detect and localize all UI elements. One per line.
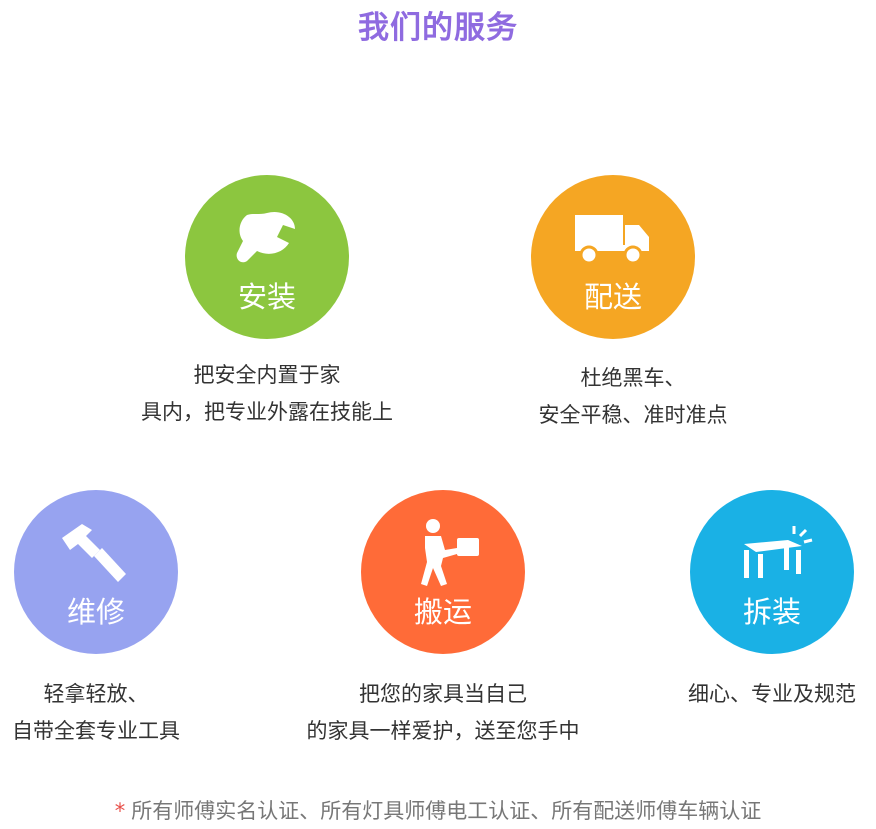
service-desc: 杜绝黑车、 安全平稳、准时准点 bbox=[538, 366, 728, 427]
table-icon bbox=[744, 526, 813, 578]
certification-text: 所有师傅实名认证、所有灯具师傅电工认证、所有配送师傅车辆认证 bbox=[131, 799, 762, 823]
certification-note: *所有师傅实名认证、所有灯具师傅电工认证、所有配送师傅车辆认证 bbox=[0, 795, 876, 825]
mover-icon bbox=[421, 519, 479, 586]
service-label: 配送 bbox=[583, 280, 642, 314]
service-label: 安装 bbox=[237, 280, 296, 314]
service-label: 搬运 bbox=[413, 595, 472, 629]
service-desc: 轻拿轻放、 自带全套专业工具 bbox=[12, 682, 180, 743]
service-moving[interactable]: 搬运 bbox=[361, 490, 525, 654]
service-repair[interactable]: 维修 bbox=[14, 490, 178, 654]
service-label: 维修 bbox=[66, 595, 125, 629]
section-title: 我们的服务 bbox=[358, 10, 518, 46]
service-desc: 把您的家具当自己 的家具一样爱护，送至您手中 bbox=[306, 682, 580, 743]
wrench-icon bbox=[236, 211, 295, 263]
service-disassembly[interactable]: 拆装 bbox=[690, 490, 854, 654]
service-delivery[interactable]: 配送 bbox=[531, 175, 695, 339]
service-desc: 把安全内置于家 具内，把专业外露在技能上 bbox=[141, 363, 393, 424]
service-install[interactable]: 安装 bbox=[185, 175, 349, 339]
service-desc: 细心、专业及规范 bbox=[688, 682, 856, 706]
asterisk: * bbox=[114, 799, 126, 823]
service-label: 拆装 bbox=[742, 595, 801, 629]
truck-icon bbox=[575, 215, 649, 265]
hammer-icon bbox=[62, 524, 126, 582]
